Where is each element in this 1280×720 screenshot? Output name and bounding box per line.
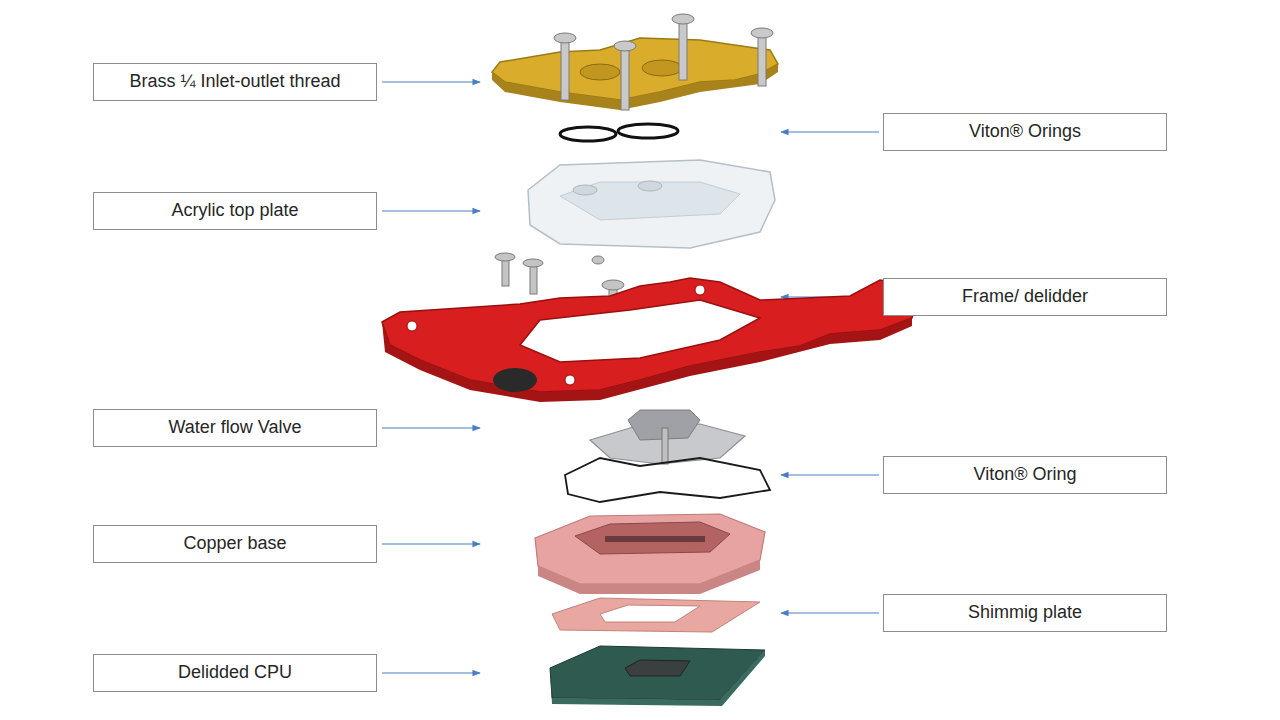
brass-port bbox=[580, 64, 620, 80]
screw-head bbox=[554, 33, 576, 43]
valve-plate bbox=[590, 424, 745, 464]
label-box: Copper base bbox=[93, 525, 377, 563]
part-label: Water flow Valve bbox=[168, 417, 301, 439]
acrylic-port bbox=[638, 181, 662, 191]
acrylic-plate bbox=[528, 160, 775, 248]
label-box: Frame/ delidder bbox=[883, 278, 1167, 316]
shim-plate-body bbox=[552, 598, 760, 632]
cpu-edge bbox=[550, 650, 765, 706]
part-label: Copper base bbox=[183, 533, 286, 555]
part-label: Delidded CPU bbox=[178, 662, 292, 684]
o-ring bbox=[618, 124, 678, 138]
part-label: Brass ¼ Inlet-outlet thread bbox=[129, 71, 340, 93]
label-box: Viton® Oring bbox=[883, 456, 1167, 494]
acrylic-plate-body bbox=[528, 160, 775, 248]
screw-shaft bbox=[561, 40, 569, 100]
leader-line bbox=[382, 427, 480, 428]
brass-plate-edge bbox=[492, 64, 778, 110]
shim-plate bbox=[552, 598, 760, 632]
delidded-cpu bbox=[550, 646, 765, 706]
part-label: Viton® Oring bbox=[974, 464, 1077, 486]
acrylic-port bbox=[573, 185, 597, 195]
frame-edge bbox=[382, 318, 912, 402]
screws bbox=[554, 14, 773, 110]
valve-screw bbox=[662, 428, 668, 464]
screw-shaft bbox=[621, 50, 629, 110]
part-label: Frame/ delidder bbox=[962, 286, 1088, 308]
part-label: Viton® Orings bbox=[969, 121, 1081, 143]
frame-hole bbox=[695, 285, 705, 295]
copper-base-edge bbox=[538, 560, 760, 594]
screw-head bbox=[523, 259, 543, 267]
copper-base-slot bbox=[605, 536, 705, 542]
copper-base bbox=[535, 514, 765, 594]
part-label: Acrylic top plate bbox=[171, 200, 298, 222]
frame-hole bbox=[407, 321, 417, 331]
screw-head bbox=[751, 28, 773, 38]
leader-line bbox=[382, 543, 480, 544]
frame-opening bbox=[520, 300, 760, 362]
label-box: Brass ¼ Inlet-outlet thread bbox=[93, 63, 377, 101]
cpu-die bbox=[625, 660, 690, 676]
water-flow-valve bbox=[590, 410, 745, 464]
label-box: Delidded CPU bbox=[93, 654, 377, 692]
leader-line bbox=[781, 612, 879, 613]
nut bbox=[592, 256, 604, 264]
screw-shaft bbox=[530, 264, 537, 294]
leader-line bbox=[382, 81, 480, 82]
leader-line bbox=[382, 210, 480, 211]
label-box: Acrylic top plate bbox=[93, 192, 377, 230]
screw-shaft bbox=[502, 258, 509, 286]
leader-line bbox=[781, 131, 879, 132]
label-box: Water flow Valve bbox=[93, 409, 377, 447]
screw-head bbox=[495, 253, 515, 261]
brass-plate bbox=[492, 38, 778, 110]
frame-hole bbox=[565, 375, 575, 385]
label-box: Viton® Orings bbox=[883, 113, 1167, 151]
frame-delidder bbox=[382, 278, 918, 402]
screw-head bbox=[602, 280, 624, 290]
frame-block bbox=[493, 368, 537, 392]
screw-head bbox=[614, 41, 636, 51]
o-ring bbox=[560, 127, 616, 141]
leader-line bbox=[382, 672, 480, 673]
base-o-ring bbox=[565, 458, 770, 502]
screw-shaft bbox=[679, 22, 687, 80]
screw-head bbox=[672, 14, 694, 24]
screw-shaft bbox=[758, 36, 766, 86]
o-rings bbox=[560, 124, 678, 141]
copper-base-cavity bbox=[575, 522, 730, 554]
shim-plate-hole bbox=[600, 605, 700, 622]
label-box: Shimmig plate bbox=[883, 594, 1167, 632]
part-label: Shimmig plate bbox=[968, 602, 1082, 624]
acrylic-detail bbox=[560, 182, 740, 220]
leader-line bbox=[781, 474, 879, 475]
brass-port bbox=[642, 60, 682, 76]
